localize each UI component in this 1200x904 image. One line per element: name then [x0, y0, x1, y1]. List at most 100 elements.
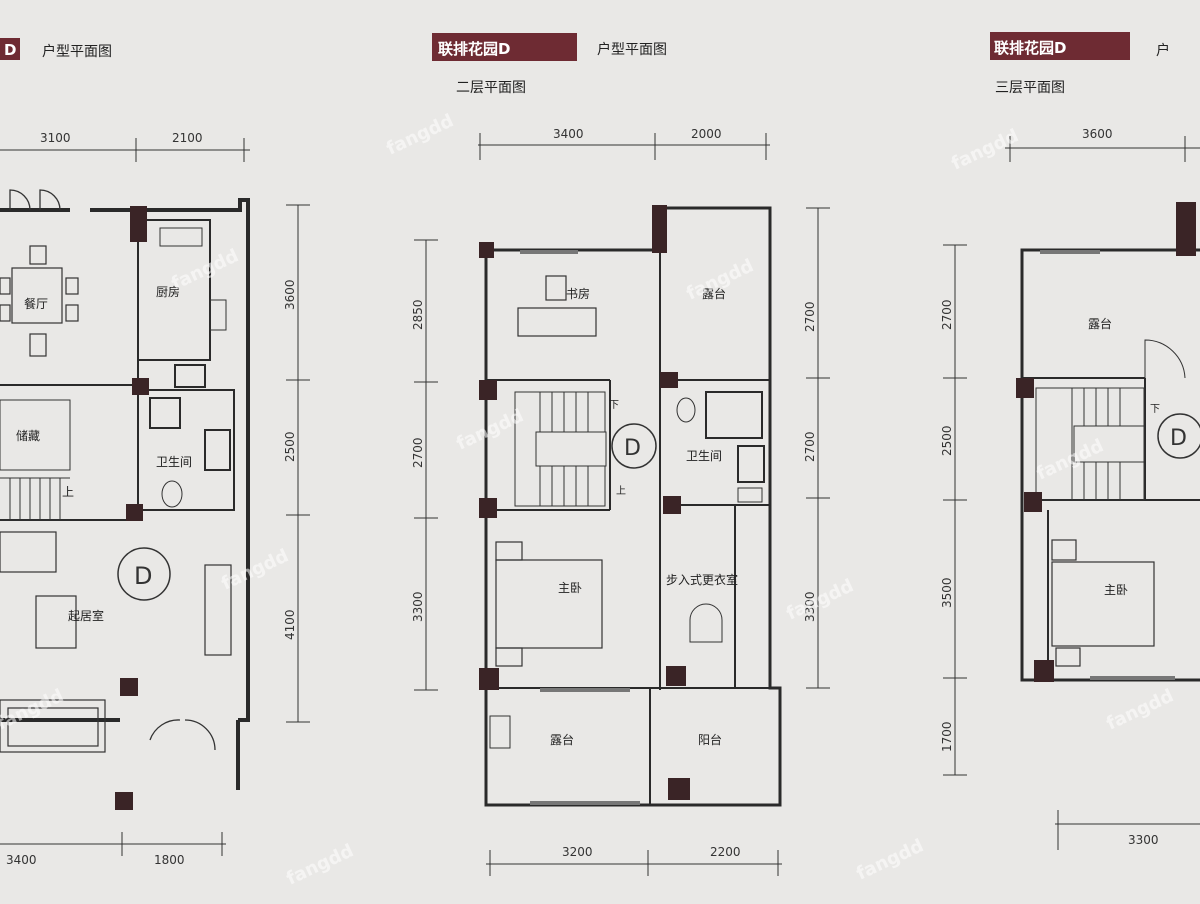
dim-label: 3600: [283, 279, 297, 310]
dim-label: 3200: [562, 845, 593, 859]
room-label: 书房: [566, 286, 590, 301]
room-label: 露台: [1088, 316, 1112, 331]
dim-label: 2100: [172, 131, 203, 145]
room-label: 起居室: [68, 608, 104, 623]
structural-columns: [1016, 202, 1196, 682]
dim-label: 2000: [691, 127, 722, 141]
dim-label: 3300: [1128, 833, 1159, 847]
bed-icon: [495, 541, 603, 667]
watermark-text: fangdd: [168, 245, 242, 294]
toilet-icon: [161, 480, 183, 508]
armchair-icon: [689, 603, 723, 643]
floor-label: 二层平面图: [456, 80, 526, 96]
unit-marker-text: D: [624, 436, 641, 461]
room-label: 餐厅: [24, 296, 48, 311]
interior-walls: [486, 208, 780, 805]
door-swing: [9, 189, 216, 751]
watermark-text: fangdd: [0, 685, 67, 734]
side-dimension-line: [286, 204, 310, 723]
dim-label: 2500: [283, 431, 297, 462]
watermark-text: fangdd: [1103, 685, 1177, 734]
stair-mark: 下: [1150, 404, 1160, 415]
sink-icon: [737, 487, 763, 503]
dim-label: 2700: [411, 437, 425, 468]
stair-mark: 下: [609, 400, 619, 411]
dim-label: 3100: [40, 131, 71, 145]
living-room-furniture: [0, 531, 232, 753]
exterior-walls: [0, 198, 250, 790]
dining-table-icon: [0, 245, 79, 357]
room-label: 厨房: [156, 284, 180, 299]
dim-label: 2850: [411, 299, 425, 330]
bottom-dimension-line: [0, 832, 226, 856]
dim-label: 1800: [154, 853, 185, 867]
title-badge-text: 联排花园D: [994, 39, 1066, 57]
unit-marker-text: D: [134, 562, 152, 590]
dim-label: 3300: [803, 591, 817, 622]
dim-label: 2700: [803, 301, 817, 332]
room-label: 阳台: [698, 732, 722, 747]
structural-columns: [479, 205, 690, 800]
watermark-text: fangdd: [948, 125, 1022, 174]
unit-marker: [117, 547, 171, 601]
watermark-text: fangdd: [383, 110, 457, 159]
stove-icon: [209, 299, 227, 331]
stair-mark: 上: [62, 485, 74, 499]
panel-second-floor: 联排花园D 户型平面图 二层平面图 3400 2000 2850 2700 33…: [411, 33, 830, 876]
door-swing: [1144, 339, 1186, 379]
sink-icon: [159, 227, 203, 247]
title-badge: [990, 32, 1130, 60]
side-dimension-line: [806, 207, 830, 689]
stair-mark: 上: [616, 485, 626, 497]
dim-label: 3400: [6, 853, 37, 867]
study-furniture: [517, 275, 597, 337]
dim-label: 3300: [411, 591, 425, 622]
title-badge-text: 联排花园D: [438, 40, 510, 58]
unit-marker: [1157, 413, 1200, 459]
floor-label: 三层平面图: [995, 80, 1065, 96]
toilet-icon: [676, 397, 696, 423]
staircase: [514, 391, 607, 507]
dim-label: 3500: [940, 577, 954, 608]
bottom-dimension-line: [486, 850, 782, 876]
storage-box: [0, 399, 71, 471]
title-badge: [432, 33, 577, 61]
panel-third-floor: 联排花园D 户 三层平面图 3600 2700 2500 3500 1700: [940, 32, 1200, 850]
watermark-text: fangdd: [283, 840, 357, 889]
watermark-text: fangdd: [453, 405, 527, 454]
dim-label: 2500: [940, 425, 954, 456]
top-dimension-line: [478, 133, 770, 160]
bottom-dimension-line: [1055, 810, 1200, 850]
planter-icon: [489, 715, 511, 749]
panel-first-floor: D 户型平面图 3100 2100: [0, 38, 310, 867]
dim-label: 2700: [940, 299, 954, 330]
side-dimension-line: [414, 239, 438, 691]
dim-label: 3600: [1082, 127, 1113, 141]
title-badge-text: D: [4, 41, 16, 59]
plan-subtitle: 户: [1156, 42, 1170, 59]
room-label: 主卧: [558, 581, 582, 595]
structural-columns: [115, 206, 149, 810]
plan-subtitle: 户型平面图: [597, 41, 667, 58]
top-dimension-line: [1005, 136, 1200, 162]
watermark-text: fangdd: [783, 575, 857, 624]
room-label: 储藏: [16, 428, 40, 443]
room-label: 主卧: [1104, 583, 1128, 597]
interior-walls: [1022, 377, 1200, 668]
title-badge: [0, 38, 20, 60]
dim-label: 4100: [283, 609, 297, 640]
unit-marker-text: D: [1170, 426, 1187, 451]
watermark-text: fangdd: [218, 545, 292, 594]
dim-label: 2200: [710, 845, 741, 859]
room-label: 卫生间: [686, 449, 722, 463]
staircase: [0, 477, 70, 521]
plan-subtitle: 户型平面图: [42, 43, 112, 60]
room-label: 步入式更衣室: [666, 572, 738, 587]
staircase: [1035, 387, 1145, 501]
unit-marker: [611, 423, 657, 469]
dim-label: 2700: [803, 431, 817, 462]
bed-icon: [1051, 539, 1155, 667]
top-dimension-line: [0, 138, 250, 162]
